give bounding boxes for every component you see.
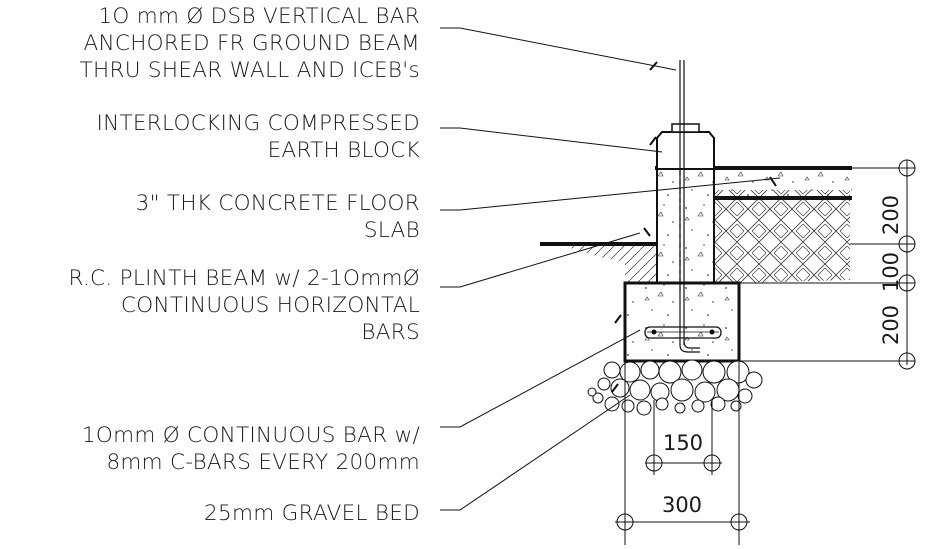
dim-bottom-outer: 300 bbox=[662, 493, 702, 517]
leader-lines bbox=[440, 27, 781, 511]
dim-right-bottom: 200 bbox=[879, 305, 903, 345]
label-plinth-beam: R.C. PLINTH BEAM w/ 2-1OmmØ CONTINUOUS H… bbox=[68, 265, 420, 346]
label-line: 1Omm Ø CONTINUOUS BAR w/ bbox=[81, 423, 420, 448]
label-continuous-bar: 1Omm Ø CONTINUOUS BAR w/ 8mm C-BARS EVER… bbox=[82, 422, 420, 476]
label-icbe: INTERLOCKING COMPRESSED EARTH BLOCK bbox=[96, 110, 420, 164]
right-dimensions bbox=[714, 159, 916, 370]
iceb-block bbox=[656, 123, 715, 168]
label-line: 1O mm Ø DSB VERTICAL BAR bbox=[98, 4, 420, 29]
label-slab: 3" THK CONCRETE FLOOR SLAB bbox=[136, 190, 420, 244]
label-line: 3" THK CONCRETE FLOOR bbox=[135, 191, 420, 216]
bottom-dimensions bbox=[615, 361, 750, 545]
label-line: ANCHORED FR GROUND BEAM bbox=[83, 31, 420, 56]
dim-right-top: 200 bbox=[879, 195, 903, 235]
continuous-bar bbox=[644, 326, 722, 339]
label-line: CONTINUOUS HORIZONTAL bbox=[120, 293, 420, 318]
plinth-beam bbox=[623, 281, 741, 363]
vertical-rebar bbox=[679, 60, 700, 353]
label-gravel-bed: 25mm GRAVEL BED bbox=[204, 500, 420, 527]
soil-hatch-left bbox=[570, 244, 657, 283]
label-line: INTERLOCKING COMPRESSED bbox=[96, 111, 420, 136]
label-line: EARTH BLOCK bbox=[267, 138, 420, 163]
dim-right-mid: 100 bbox=[879, 252, 903, 292]
label-line: BARS bbox=[361, 320, 420, 345]
label-line: 25mm GRAVEL BED bbox=[204, 501, 420, 526]
label-line: R.C. PLINTH BEAM w/ 2-1OmmØ bbox=[68, 266, 420, 291]
label-line: SLAB bbox=[363, 218, 420, 243]
dim-bottom-inner: 150 bbox=[663, 431, 703, 455]
label-line: 8mm C-BARS EVERY 200mm bbox=[106, 450, 420, 475]
label-vertical-bar: 1O mm Ø DSB VERTICAL BAR ANCHORED FR GRO… bbox=[80, 3, 420, 84]
label-line: THRU SHEAR WALL AND ICEB's bbox=[79, 58, 420, 83]
soil-hatch-right bbox=[714, 190, 850, 283]
gravel-bed bbox=[587, 359, 763, 416]
